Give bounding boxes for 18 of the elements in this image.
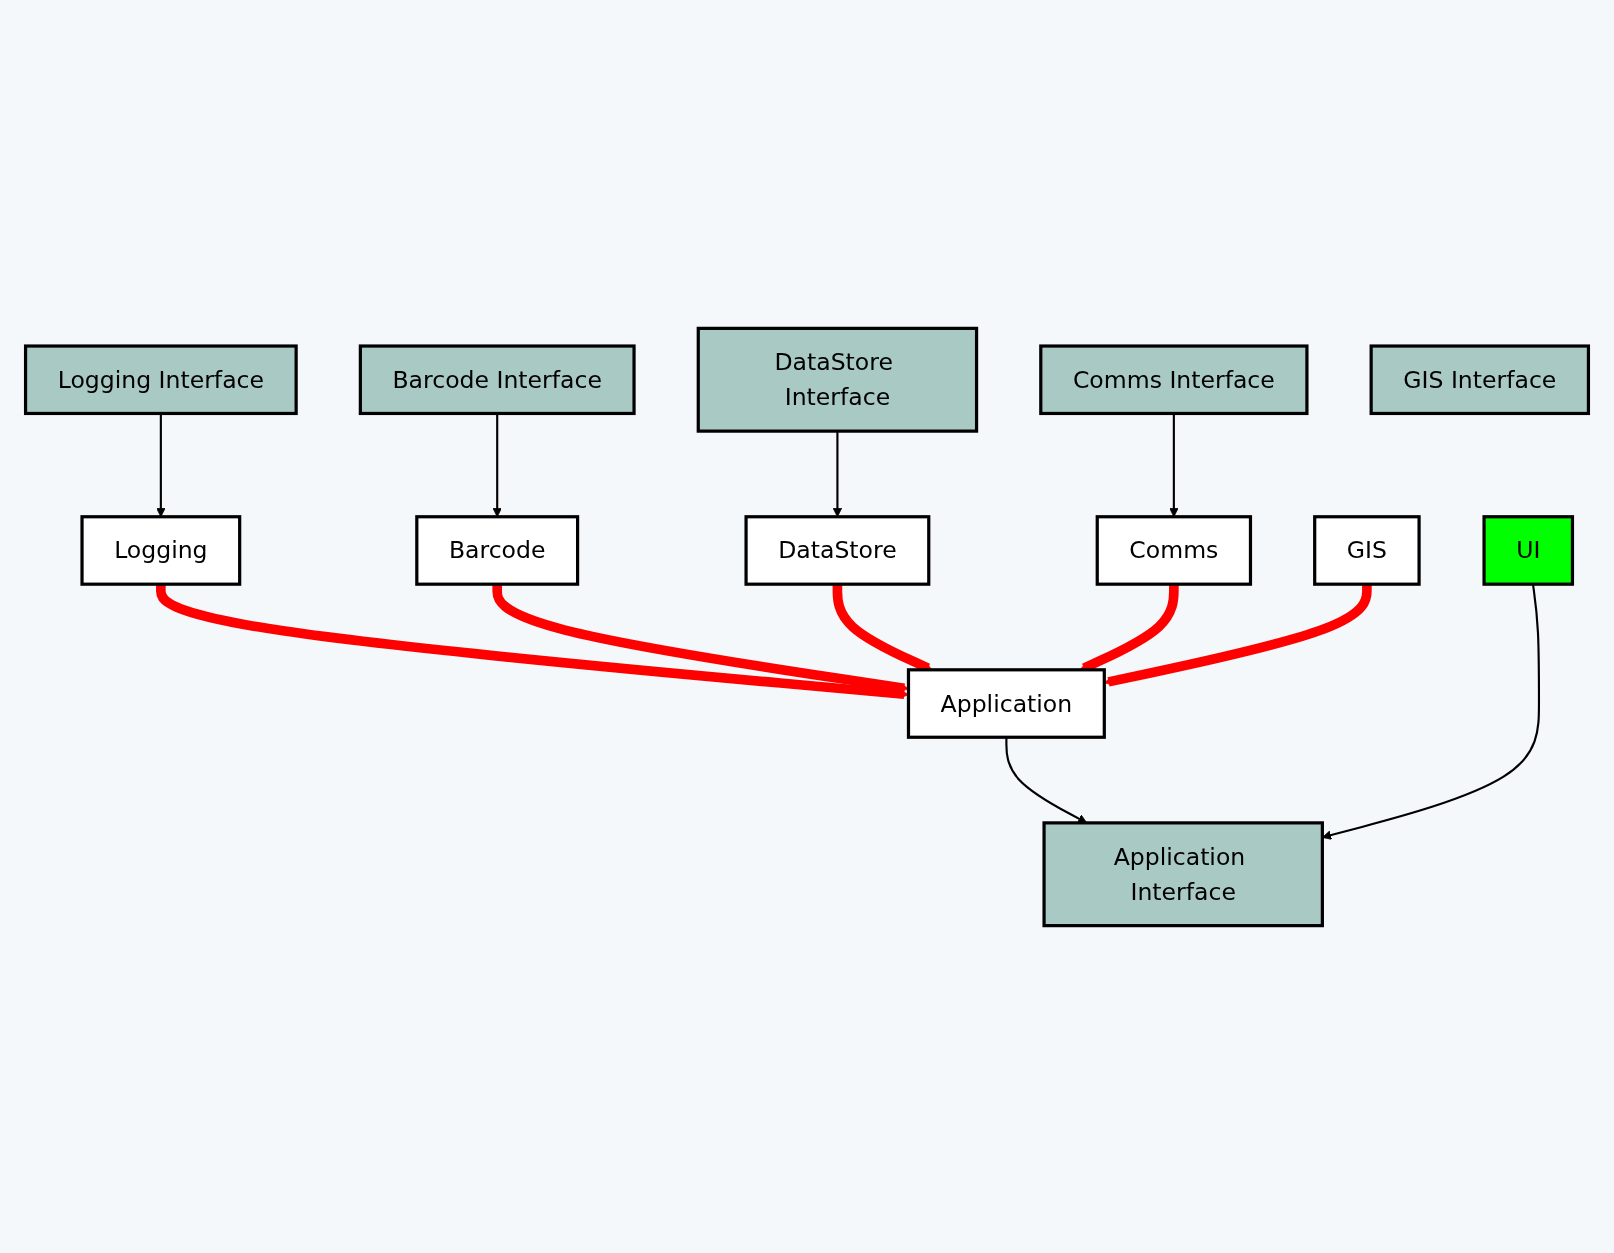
node-box: Comms [1095,514,1253,586]
node-box: Logging Interface [23,343,298,415]
node-box: Logging [80,514,242,586]
arrow [156,412,166,517]
node-box: Barcode Interface [358,343,636,415]
node-box: DataStore Interface [696,326,979,433]
node-box: Application Interface [1042,820,1324,927]
node-box: Comms Interface [1039,343,1309,415]
node-box: Barcode [415,514,580,586]
arrow [1169,412,1179,517]
arrow [492,412,502,517]
node-box: DataStore [744,514,931,586]
node-box: GIS [1313,514,1421,586]
arrow [832,430,843,517]
node-box: Application [906,667,1106,739]
arrow [1005,736,1088,823]
node-box: UI [1482,514,1575,586]
node-box: GIS Interface [1369,343,1591,415]
